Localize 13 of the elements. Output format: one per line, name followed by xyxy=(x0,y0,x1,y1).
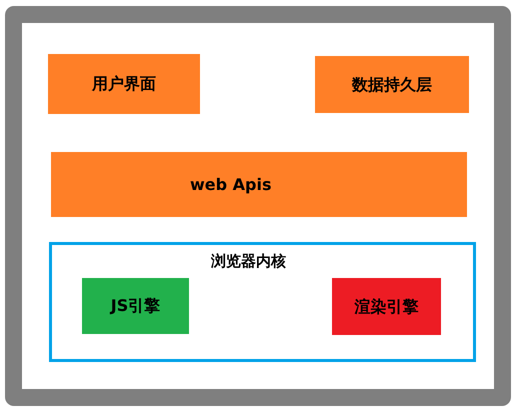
outer-frame xyxy=(5,6,511,406)
kernel-container xyxy=(49,242,476,362)
layer-box xyxy=(51,152,467,217)
engine-box xyxy=(332,278,441,335)
engine-label: JS引擎 xyxy=(110,296,160,316)
layer-label: 用户界面 xyxy=(92,74,156,94)
layer-box xyxy=(48,54,200,114)
layer-label: 数据持久层 xyxy=(352,74,432,94)
layer-box xyxy=(315,56,469,113)
engine-label: 渲染引擎 xyxy=(354,296,418,316)
layer-label: web Apis xyxy=(190,174,272,194)
engine-box xyxy=(82,278,189,334)
container-title: 浏览器内核 xyxy=(211,252,286,270)
